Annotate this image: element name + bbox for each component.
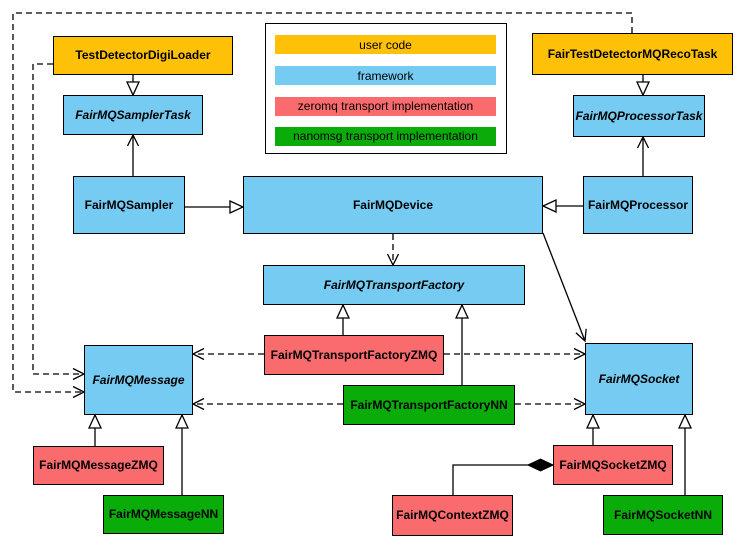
edge-digiloader-message — [32, 63, 86, 381]
node-fairmq-socket-nn: FairMQSocketNN — [603, 495, 723, 535]
node-fair-test-detector-mq-reco-task: FairTestDetectorMQRecoTask — [532, 33, 733, 75]
edge-recotask-message — [12, 12, 633, 399]
node-fairmq-context-zmq: FairMQContextZMQ — [392, 495, 513, 536]
node-fairmq-transport-factory-nn: FairMQTransportFactoryNN — [343, 385, 515, 425]
node-test-detector-digi-loader: TestDetectorDigiLoader — [53, 36, 233, 75]
edge-device-socket — [542, 232, 587, 343]
node-fairmq-transport-factory-zmq: FairMQTransportFactoryZMQ — [264, 335, 444, 375]
node-fairmq-device: FairMQDevice — [243, 176, 543, 234]
edge-contextzmq-socketzmq — [452, 465, 553, 495]
legend: user code framework zeromq transport imp… — [265, 23, 507, 154]
node-fairmq-sampler: FairMQSampler — [73, 176, 185, 234]
node-fairmq-socket-zmq: FairMQSocketZMQ — [553, 445, 673, 485]
node-fairmq-socket: FairMQSocket — [585, 343, 693, 415]
legend-nanomsg: nanomsg transport implementation — [275, 126, 496, 146]
node-fairmq-processor: FairMQProcessor — [583, 176, 693, 234]
node-fairmq-message-zmq: FairMQMessageZMQ — [33, 446, 164, 485]
legend-framework: framework — [275, 66, 496, 85]
node-fairmq-transport-factory: FairMQTransportFactory — [263, 265, 525, 305]
node-fairmq-message: FairMQMessage — [84, 345, 193, 415]
legend-zeromq: zeromq transport implementation — [275, 96, 496, 116]
node-fairmq-message-nn: FairMQMessageNN — [103, 495, 224, 534]
node-fairmq-processor-task: FairMQProcessorTask — [573, 95, 705, 137]
node-fairmq-sampler-task: FairMQSamplerTask — [63, 95, 203, 135]
legend-user-code: user code — [275, 35, 496, 54]
